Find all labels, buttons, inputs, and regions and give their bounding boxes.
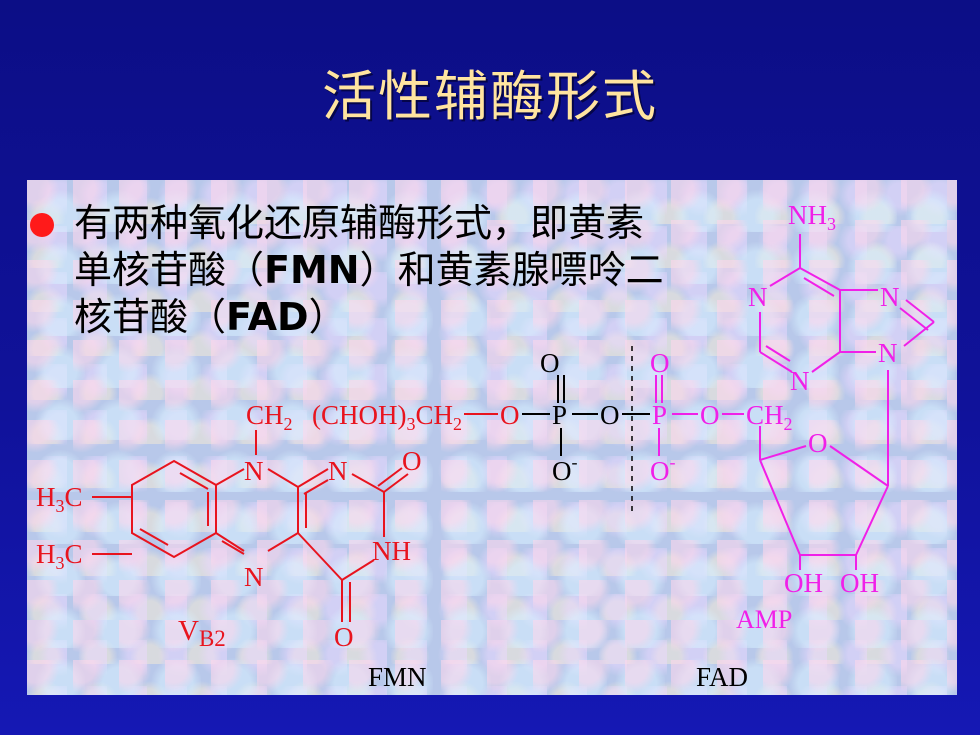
bond-c-n3-double xyxy=(303,479,329,495)
bond-c8-n9 xyxy=(903,321,935,347)
bond-c4-c3 xyxy=(759,459,801,556)
bond-c2-n3-double xyxy=(765,345,791,362)
label-oh2: OH xyxy=(840,568,879,598)
label-ch2-a: CH2 xyxy=(246,400,293,434)
bond-n-c xyxy=(267,468,299,488)
label-oh1: OH xyxy=(784,568,823,598)
bullet-line-2-a: 单核苷酸（ xyxy=(74,248,265,292)
bond-c6-c5 xyxy=(799,267,841,291)
bond-c4-o xyxy=(759,445,807,461)
label-adenine-n2: N xyxy=(880,282,900,312)
label-ring-o: O xyxy=(808,428,828,458)
label-fad: FAD xyxy=(696,662,748,692)
label-ring-n3: N xyxy=(244,562,264,592)
bond-n3-c xyxy=(351,473,385,493)
bond-c6-n1 xyxy=(769,267,801,287)
adenosine-group xyxy=(655,234,935,570)
bond-benz-n2 xyxy=(215,532,245,552)
label-adenine-n4: N xyxy=(790,366,810,396)
carbonyl-1-double xyxy=(377,467,403,487)
bond-nh-c xyxy=(341,559,375,581)
bond-benz-n2-double xyxy=(221,540,245,555)
carbonyl-1 xyxy=(383,473,409,493)
label-ring-n1: N xyxy=(244,456,264,486)
label-vb2: VB2 xyxy=(178,615,226,651)
label-o-minus1: O- xyxy=(552,452,578,486)
bond-c4-n3 xyxy=(811,351,841,373)
bond-c1-c2 xyxy=(855,485,889,556)
label-o-top1: O xyxy=(540,348,560,378)
label-fmn: FMN xyxy=(368,662,427,692)
label-adenine-n3: N xyxy=(878,338,898,368)
benzene-double-2 xyxy=(139,528,169,546)
bond-c-n3 xyxy=(297,468,329,488)
bond-o-c1 xyxy=(829,445,889,487)
bond-c-n xyxy=(267,532,299,552)
label-ring-nh: NH xyxy=(372,536,411,566)
label-carbonyl-o1: O xyxy=(402,446,422,476)
bullet-text: 有两种氧化还原辅酶形式，即黄素 单核苷酸（FMN）和黄素腺嘌呤二 核苷酸（FAD… xyxy=(48,200,748,341)
bond-c6-c5-double xyxy=(803,277,835,297)
bond-n7-c8-double xyxy=(899,307,929,331)
slide-title: 活性辅酶形式 xyxy=(322,65,658,128)
bond-benz-n xyxy=(215,468,245,486)
structure-labels: NH3 N N N N CH2 (CHOH)3CH2 O P O P O CH2… xyxy=(36,200,900,692)
label-o-bridge3: O xyxy=(700,400,720,430)
bullet-line-3: 核苷酸（FAD） xyxy=(48,294,748,341)
benzene-double-1 xyxy=(179,472,209,490)
label-o-top2: O xyxy=(650,348,670,378)
label-chain: (CHOH)3CH2 xyxy=(312,400,462,434)
bullet-fad: FAD xyxy=(226,295,309,339)
label-ch2-b: CH2 xyxy=(746,400,793,434)
bullet-line-2-c: ）和黄素腺嘌呤二 xyxy=(359,248,664,292)
bullet-fmn: FMN xyxy=(264,248,360,292)
bullet-line-2: 单核苷酸（FMN）和黄素腺嘌呤二 xyxy=(48,247,748,294)
content-panel xyxy=(27,180,957,695)
label-o-minus2: O- xyxy=(650,452,676,486)
label-p2: P xyxy=(652,400,667,430)
label-amp: AMP xyxy=(736,605,792,634)
label-h3c-1: H3C xyxy=(36,482,83,516)
label-h3c-2: H3C xyxy=(36,539,83,573)
label-o-bridge2: O xyxy=(600,400,620,430)
label-p1: P xyxy=(552,400,567,430)
benzene-ring xyxy=(131,459,217,559)
label-carbonyl-o2: O xyxy=(334,622,354,652)
bond-c-c2 xyxy=(297,532,343,581)
bullet-line-3-c: ） xyxy=(308,295,347,339)
bullet-line-1: 有两种氧化还原辅酶形式，即黄素 xyxy=(74,201,645,245)
label-o-bridge1: O xyxy=(500,400,520,430)
bond-c2-n3 xyxy=(759,351,793,373)
bullet-dot-icon xyxy=(30,213,54,237)
phosphate-group xyxy=(522,346,650,514)
bullet-line-3-a: 核苷酸（ xyxy=(74,295,227,339)
label-ring-n2: N xyxy=(328,456,348,486)
label-adenine-n1: N xyxy=(748,282,768,312)
label-nh3: NH3 xyxy=(788,200,836,234)
flavin-group xyxy=(92,413,498,622)
bond-n7-c8 xyxy=(905,299,935,323)
